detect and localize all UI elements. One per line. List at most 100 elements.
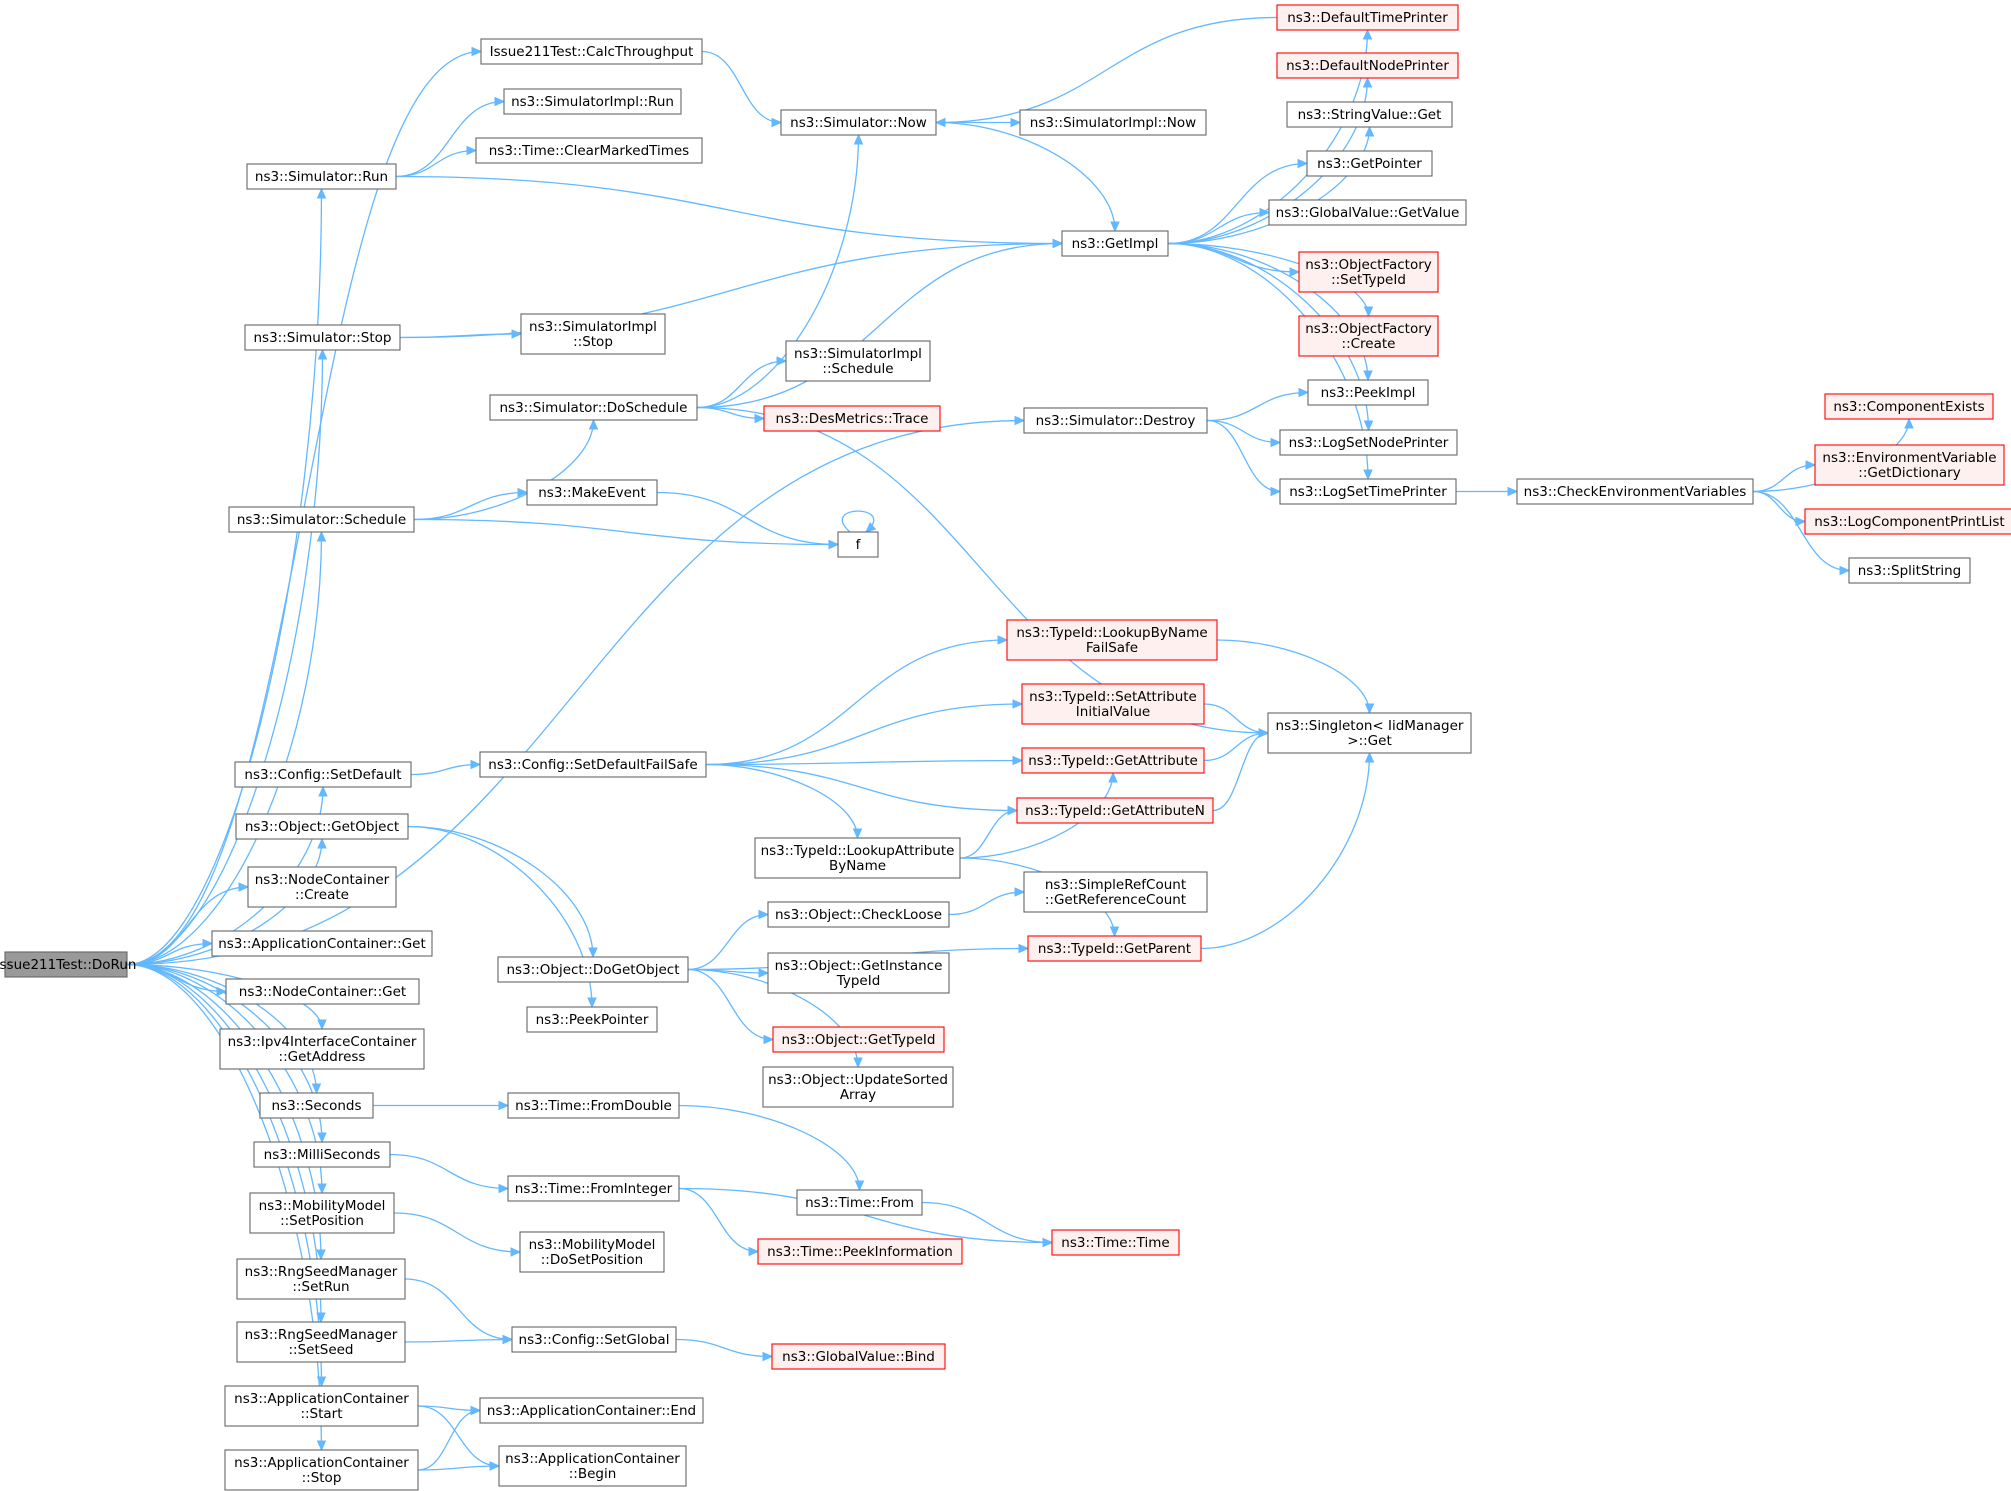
node-simImplNow[interactable]: ns3::SimulatorImpl::Now [1019, 109, 1207, 136]
node-label: ns3::DesMetrics::Trace [776, 411, 929, 427]
node-logSetNodePrinter[interactable]: ns3::LogSetNodePrinter [1279, 429, 1458, 456]
node-simImplSchedule[interactable]: ns3::SimulatorImpl::Schedule [785, 340, 931, 382]
node-simSchedule[interactable]: ns3::Simulator::Schedule [228, 506, 415, 533]
node-label: ns3::MilliSeconds [264, 1147, 381, 1163]
edge-doRun-to-appContGet [126, 938, 214, 966]
node-appContEnd[interactable]: ns3::ApplicationContainer::End [479, 1397, 704, 1424]
node-objGetObject[interactable]: ns3::Object::GetObject [235, 813, 409, 840]
node-timeFromInteger[interactable]: ns3::Time::FromInteger [507, 1175, 680, 1202]
node-f[interactable]: f [837, 531, 879, 558]
node-box [246, 163, 397, 190]
node-rngSetSeed[interactable]: ns3::RngSeedManager::SetSeed [236, 1321, 406, 1363]
node-label: ns3::NodeContainer [255, 872, 390, 888]
edge-arrowhead [854, 1180, 865, 1192]
edge-arrowhead [489, 1461, 501, 1471]
node-getPointer[interactable]: ns3::GetPointer [1306, 150, 1433, 177]
node-desTrace[interactable]: ns3::DesMetrics::Trace [763, 405, 941, 432]
node-configSetDefault[interactable]: ns3::Config::SetDefault [234, 761, 412, 788]
node-tidGetParent[interactable]: ns3::TypeId::GetParent [1027, 935, 1202, 962]
node-nodeContGet[interactable]: ns3::NodeContainer::Get [225, 978, 420, 1005]
node-configSetDefaultFS[interactable]: ns3::Config::SetDefaultFailSafe [479, 751, 707, 778]
node-logSetTimePrinter[interactable]: ns3::LogSetTimePrinter [1279, 478, 1457, 505]
node-label: ns3::SimulatorImpl::Run [511, 94, 674, 110]
node-calcThroughput[interactable]: Issue211Test::CalcThroughput [480, 38, 703, 65]
node-simImplStop[interactable]: ns3::SimulatorImpl::Stop [520, 313, 666, 355]
node-box [526, 479, 658, 506]
node-box [1824, 393, 1994, 420]
node-label: ns3::Singleton< IidManager [1276, 718, 1464, 734]
edge-arrowhead [510, 1247, 522, 1257]
node-appContGet[interactable]: ns3::ApplicationContainer::Get [211, 930, 433, 957]
node-globalGetValue[interactable]: ns3::GlobalValue::GetValue [1268, 199, 1467, 226]
node-milliSeconds[interactable]: ns3::MilliSeconds [253, 1141, 391, 1168]
node-simpleRefCount[interactable]: ns3::SimpleRefCount::GetReferenceCount [1023, 871, 1208, 913]
node-peekPointer[interactable]: ns3::PeekPointer [526, 1006, 658, 1033]
node-objDoGetObject[interactable]: ns3::Object::DoGetObject [497, 956, 689, 983]
node-box [249, 1192, 395, 1234]
node-simStop[interactable]: ns3::Simulator::Stop [244, 324, 401, 351]
edge-arrowhead [1259, 207, 1271, 218]
node-box [503, 88, 682, 115]
node-appContStop[interactable]: ns3::ApplicationContainer::Stop [224, 1449, 419, 1491]
node-label: >::Get [1347, 733, 1391, 749]
node-simRun[interactable]: ns3::Simulator::Run [246, 163, 397, 190]
node-timeTime[interactable]: ns3::Time::Time [1051, 1229, 1180, 1256]
node-doRun[interactable]: Issue211Test::DoRun [0, 951, 136, 978]
node-simDestroy[interactable]: ns3::Simulator::Destroy [1023, 407, 1208, 434]
node-stringValueGet[interactable]: ns3::StringValue::Get [1286, 101, 1453, 128]
node-checkEnv[interactable]: ns3::CheckEnvironmentVariables [1516, 478, 1754, 505]
node-label: ::Begin [569, 1466, 617, 1482]
node-envGetDict[interactable]: ns3::EnvironmentVariable::GetDictionary [1814, 444, 2005, 486]
node-seconds[interactable]: ns3::Seconds [259, 1092, 374, 1119]
edge-line [1752, 490, 1806, 523]
node-box [1276, 52, 1459, 79]
node-defNodePrinter[interactable]: ns3::DefaultNodePrinter [1276, 52, 1459, 79]
node-configSetGlobal[interactable]: ns3::Config::SetGlobal [511, 1326, 677, 1353]
node-componentExists[interactable]: ns3::ComponentExists [1824, 393, 1994, 420]
edge-line [841, 510, 875, 533]
node-timeFromDouble[interactable]: ns3::Time::FromDouble [507, 1092, 680, 1119]
node-box [247, 866, 397, 908]
node-clearMarked[interactable]: ns3::Time::ClearMarkedTimes [475, 137, 703, 164]
node-singletonGet[interactable]: ns3::Singleton< IidManager >::Get [1267, 712, 1472, 754]
node-timeFrom[interactable]: ns3::Time::From [796, 1189, 923, 1216]
node-simDoSchedule[interactable]: ns3::Simulator::DoSchedule [489, 394, 698, 421]
node-label: ::GetDictionary [1858, 465, 1960, 481]
node-peekImpl[interactable]: ns3::PeekImpl [1307, 379, 1429, 406]
edge-arrowhead [498, 1183, 510, 1194]
node-timePeekInfo[interactable]: ns3::Time::PeekInformation [757, 1238, 963, 1265]
node-rngSetRun[interactable]: ns3::RngSeedManager::SetRun [236, 1258, 406, 1300]
node-mmSetPosition[interactable]: ns3::MobilityModel::SetPosition [249, 1192, 395, 1234]
node-ofCreate[interactable]: ns3::ObjectFactory::Create [1298, 315, 1439, 357]
edge-arrowhead [828, 539, 840, 550]
node-globalBind[interactable]: ns3::GlobalValue::Bind [771, 1343, 946, 1370]
node-box [259, 1092, 374, 1119]
node-appContStart[interactable]: ns3::ApplicationContainer::Start [224, 1385, 419, 1427]
node-simNow[interactable]: ns3::Simulator::Now [780, 109, 937, 136]
node-box [1021, 683, 1205, 725]
node-objGetTypeId[interactable]: ns3::Object::GetTypeId [772, 1026, 945, 1053]
node-tidGetAttributeN[interactable]: ns3::TypeId::GetAttributeN [1016, 797, 1214, 824]
node-defTimePrinter[interactable]: ns3::DefaultTimePrinter [1276, 4, 1459, 31]
node-tidGetAttribute[interactable]: ns3::TypeId::GetAttribute [1021, 747, 1205, 774]
node-ofSetTypeId[interactable]: ns3::ObjectFactory::SetTypeId [1298, 251, 1439, 293]
node-mmDoSetPosition[interactable]: ns3::MobilityModel::DoSetPosition [519, 1231, 665, 1273]
node-nodeContCreate[interactable]: ns3::NodeContainer::Create [247, 866, 397, 908]
node-getImpl[interactable]: ns3::GetImpl [1061, 230, 1169, 257]
node-logCompPrintList[interactable]: ns3::LogComponentPrintList [1804, 508, 2011, 535]
edge-calcThroughput-to-simNow [701, 50, 783, 128]
node-simImplRun[interactable]: ns3::SimulatorImpl::Run [503, 88, 682, 115]
node-splitString[interactable]: ns3::SplitString [1848, 557, 1971, 584]
node-appContBegin[interactable]: ns3::ApplicationContainer::Begin [498, 1445, 687, 1487]
node-ipv4GetAddr[interactable]: ns3::Ipv4InterfaceContainer::GetAddress [219, 1028, 425, 1070]
node-objCheckLoose[interactable]: ns3::Object::CheckLoose [767, 901, 950, 928]
edge-arrowhead [316, 187, 327, 199]
node-label: ns3::ApplicationContainer::End [487, 1403, 696, 1419]
node-label: ns3::PeekImpl [1321, 385, 1416, 401]
node-makeEvent[interactable]: ns3::MakeEvent [526, 479, 658, 506]
